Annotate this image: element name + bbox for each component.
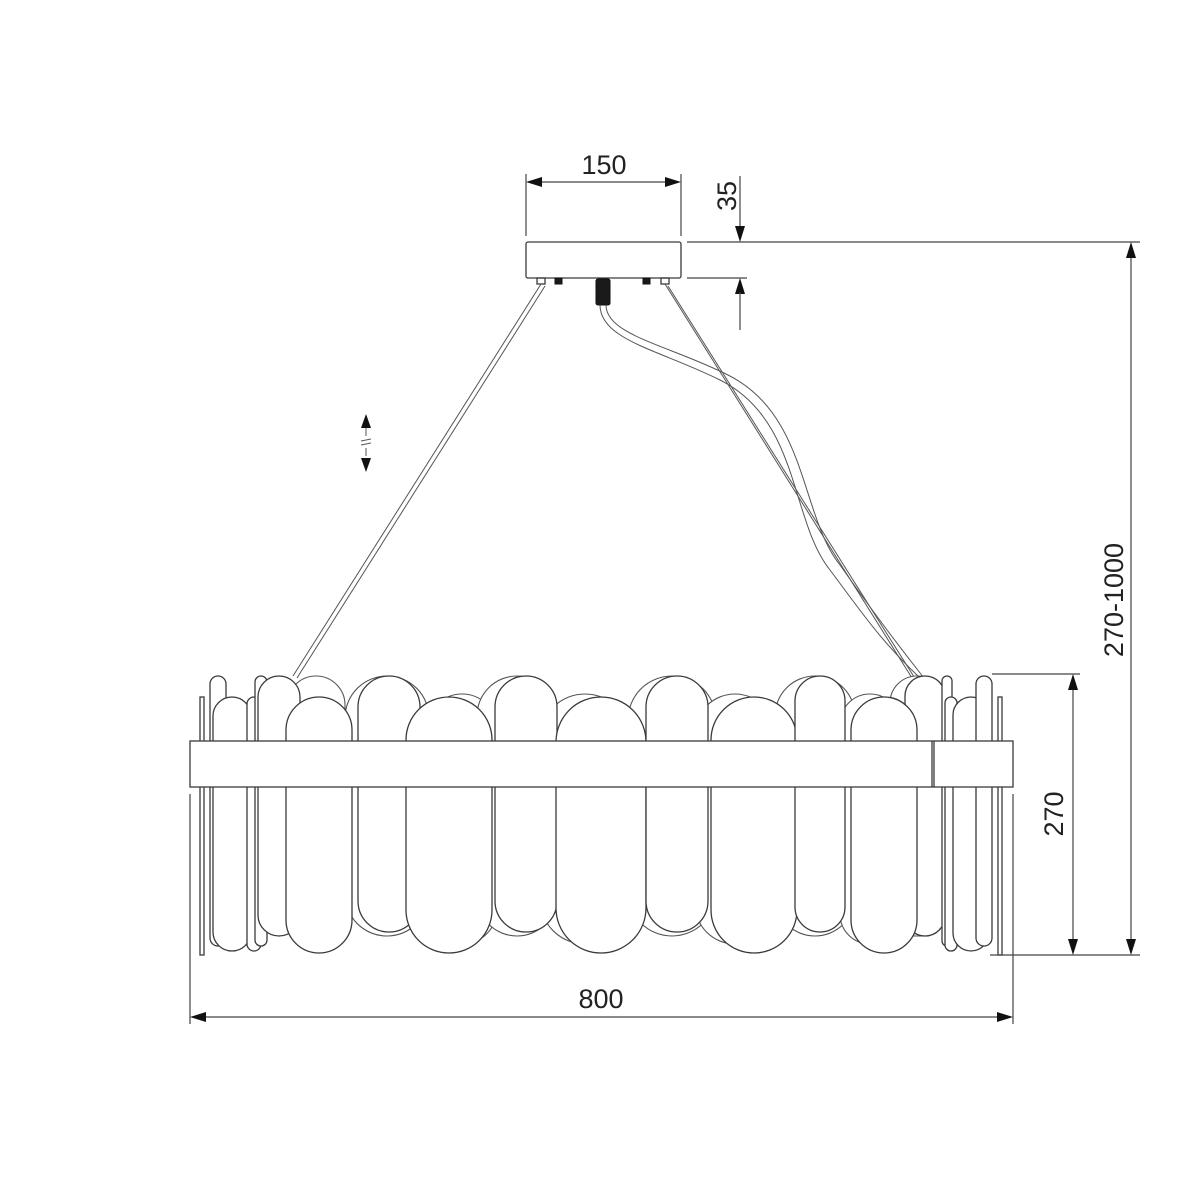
canopy bbox=[525, 241, 682, 306]
ring-band bbox=[189, 740, 1014, 788]
dimension-body-width bbox=[189, 794, 1013, 1024]
suspension-cables bbox=[292, 283, 925, 681]
adjustable-height-arrows-icon bbox=[360, 414, 372, 472]
canopy-width-label: 150 bbox=[581, 150, 627, 180]
total-height-label: 270-1000 bbox=[1099, 542, 1129, 658]
dimension-body-height bbox=[992, 673, 1080, 1024]
body-height-label: 270 bbox=[1039, 791, 1069, 837]
right-side-panels bbox=[904, 675, 1003, 956]
dimension-canopy-width bbox=[525, 174, 682, 236]
dimension-total-height bbox=[990, 242, 1140, 956]
front-panels bbox=[285, 675, 918, 954]
dimension-canopy-height bbox=[687, 176, 1140, 330]
body-width-label: 800 bbox=[578, 984, 624, 1014]
left-side-panels bbox=[199, 675, 301, 956]
canopy-height-label: 35 bbox=[712, 180, 742, 212]
